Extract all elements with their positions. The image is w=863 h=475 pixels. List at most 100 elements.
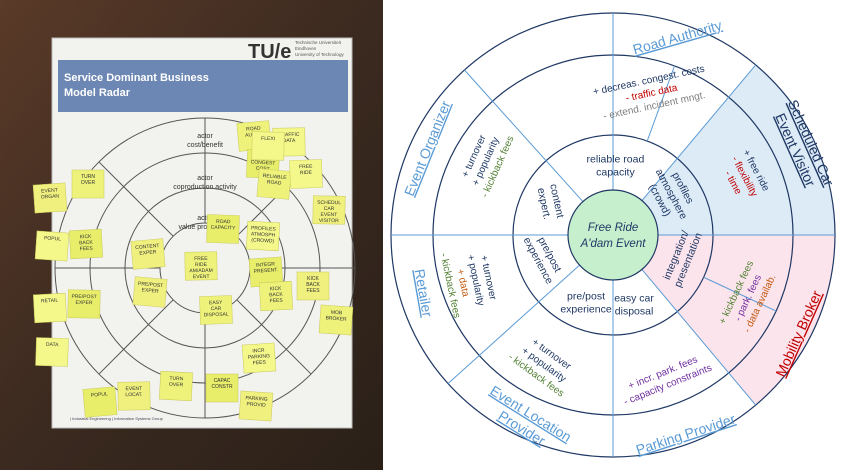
sticky-note-text: DISPOSAL bbox=[204, 312, 229, 319]
sticky-note-text: MOB bbox=[331, 310, 343, 317]
poster-spoke bbox=[236, 299, 312, 375]
radar-sector-divider bbox=[464, 69, 584, 202]
poster-ring-label: cost/benefit bbox=[187, 142, 223, 149]
sticky-note-text: EVENT bbox=[125, 386, 142, 392]
sticky-note-text: OVER bbox=[81, 180, 96, 186]
event-visitor-highlight bbox=[641, 64, 835, 235]
sticky-note-text: CONSTR bbox=[211, 384, 233, 390]
sticky-note-text: OVER bbox=[169, 382, 184, 389]
sticky-notes: ROADAUTHOTRAFFICDATADECRCONGESTCOSTEVENT… bbox=[32, 120, 354, 422]
sticky-note-text: DATA bbox=[46, 342, 59, 348]
sticky-note-text: FREE bbox=[194, 256, 208, 262]
sticky-note-text: EVENT bbox=[41, 187, 58, 194]
sticky-note-text: FEES bbox=[306, 288, 320, 294]
sticky-note-text: EXPER bbox=[139, 249, 157, 256]
poster-ring-label: actor bbox=[197, 133, 213, 140]
poster-ring-label: coproduction activity bbox=[173, 184, 237, 191]
sticky-note-text: ATMOSPH bbox=[251, 231, 276, 238]
radar-sector-divider bbox=[447, 264, 580, 384]
sticky-note-text: ROAD bbox=[216, 219, 231, 226]
value-proposition-text: A'dam Event bbox=[580, 238, 647, 250]
poster-ring-label: actor bbox=[197, 215, 213, 222]
poster-footer: | Industrial Engineering | Information S… bbox=[70, 416, 164, 421]
sticky-note-text: AM/ADAM bbox=[189, 268, 212, 274]
sticky-note-text: PRE/POST bbox=[138, 281, 164, 289]
value-proposition-text: Free Ride bbox=[588, 222, 639, 234]
radar-sub-divider bbox=[703, 276, 777, 312]
sticky-note-text: BACK bbox=[306, 282, 320, 288]
sticky-note: POPUL bbox=[34, 230, 70, 262]
sticky-note-text: CAR bbox=[211, 306, 222, 312]
sticky-note-text: RIDE bbox=[195, 262, 208, 268]
sticky-note-text: PRE/POST bbox=[71, 294, 96, 300]
sticky-note-text: KICK bbox=[80, 234, 93, 241]
sticky-note-text: PROVID bbox=[246, 401, 266, 408]
sticky-note-text: CONTENT bbox=[135, 243, 160, 251]
sticky-note-text: ROAD bbox=[267, 179, 282, 186]
sticky-note-text: EVENT bbox=[193, 274, 210, 280]
poster-ring-label: actor bbox=[197, 175, 213, 182]
sticky-note-text: ORGAN bbox=[41, 193, 60, 200]
coproduction-activity-label: reliable road bbox=[587, 154, 645, 166]
coproduction-activity-label: capacity bbox=[596, 167, 635, 179]
poster-photo-drawing: TU/e Technische Universiteit Eindhoven U… bbox=[0, 0, 383, 470]
sticky-note-text: BROKER bbox=[325, 315, 347, 322]
sticky-note-text: ROAD bbox=[246, 125, 261, 132]
coproduction-activity-label: easy car bbox=[614, 292, 654, 304]
sticky-note-text: EVENT bbox=[321, 212, 338, 218]
sticky-note-text: TURN bbox=[81, 174, 95, 180]
poster-ring-label: value proposition bbox=[179, 224, 232, 231]
actor-label: Retailer bbox=[412, 268, 436, 319]
poster-logo: TU/e bbox=[248, 41, 291, 63]
poster-header-band bbox=[58, 60, 348, 112]
sticky-note: RETAIL bbox=[33, 292, 67, 324]
radar-sector-divider bbox=[641, 269, 757, 406]
poster-spoke bbox=[98, 299, 174, 375]
sticky-note-text: FREE bbox=[299, 164, 313, 170]
sticky-note-text: RELIABLE bbox=[262, 173, 287, 181]
sticky-note-text: INCR bbox=[252, 348, 265, 355]
sticky-note-text: CONGEST bbox=[251, 159, 276, 166]
sticky-note-text: CAR bbox=[324, 206, 335, 212]
actor-label: Parking Provider bbox=[634, 411, 738, 458]
poster-university-line-1: Technische Universiteit bbox=[295, 40, 342, 45]
poster-university-line-2: Eindhoven bbox=[295, 46, 317, 51]
mobility-broker-highlight bbox=[641, 235, 835, 406]
sticky-note-text: (CROWD) bbox=[251, 237, 274, 244]
sticky-note-text: PROFILES bbox=[251, 225, 277, 232]
poster-photo: TU/e Technische Universiteit Eindhoven U… bbox=[0, 0, 383, 470]
sticky-note-text: POPUL bbox=[44, 235, 62, 242]
value-proposition-core bbox=[567, 189, 659, 281]
radar-sub-divider bbox=[646, 65, 676, 142]
sticky-note-text: TURN bbox=[169, 376, 184, 383]
sticky-note-text: KICK bbox=[270, 286, 283, 293]
sticky-note-text: RIDE bbox=[300, 170, 313, 176]
radar-sector-divider bbox=[641, 64, 757, 201]
sticky-note-text: EASY bbox=[209, 300, 223, 306]
sticky-note-text: FEES bbox=[270, 298, 284, 305]
coproduction-activity-label: pre/post bbox=[567, 290, 605, 302]
sticky-note-text: PARKING bbox=[248, 353, 271, 361]
sticky-note-text: FEES bbox=[253, 359, 267, 366]
coproduction-activity-label: disposal bbox=[615, 305, 654, 317]
poster-university-line-3: University of Technology bbox=[295, 52, 344, 57]
